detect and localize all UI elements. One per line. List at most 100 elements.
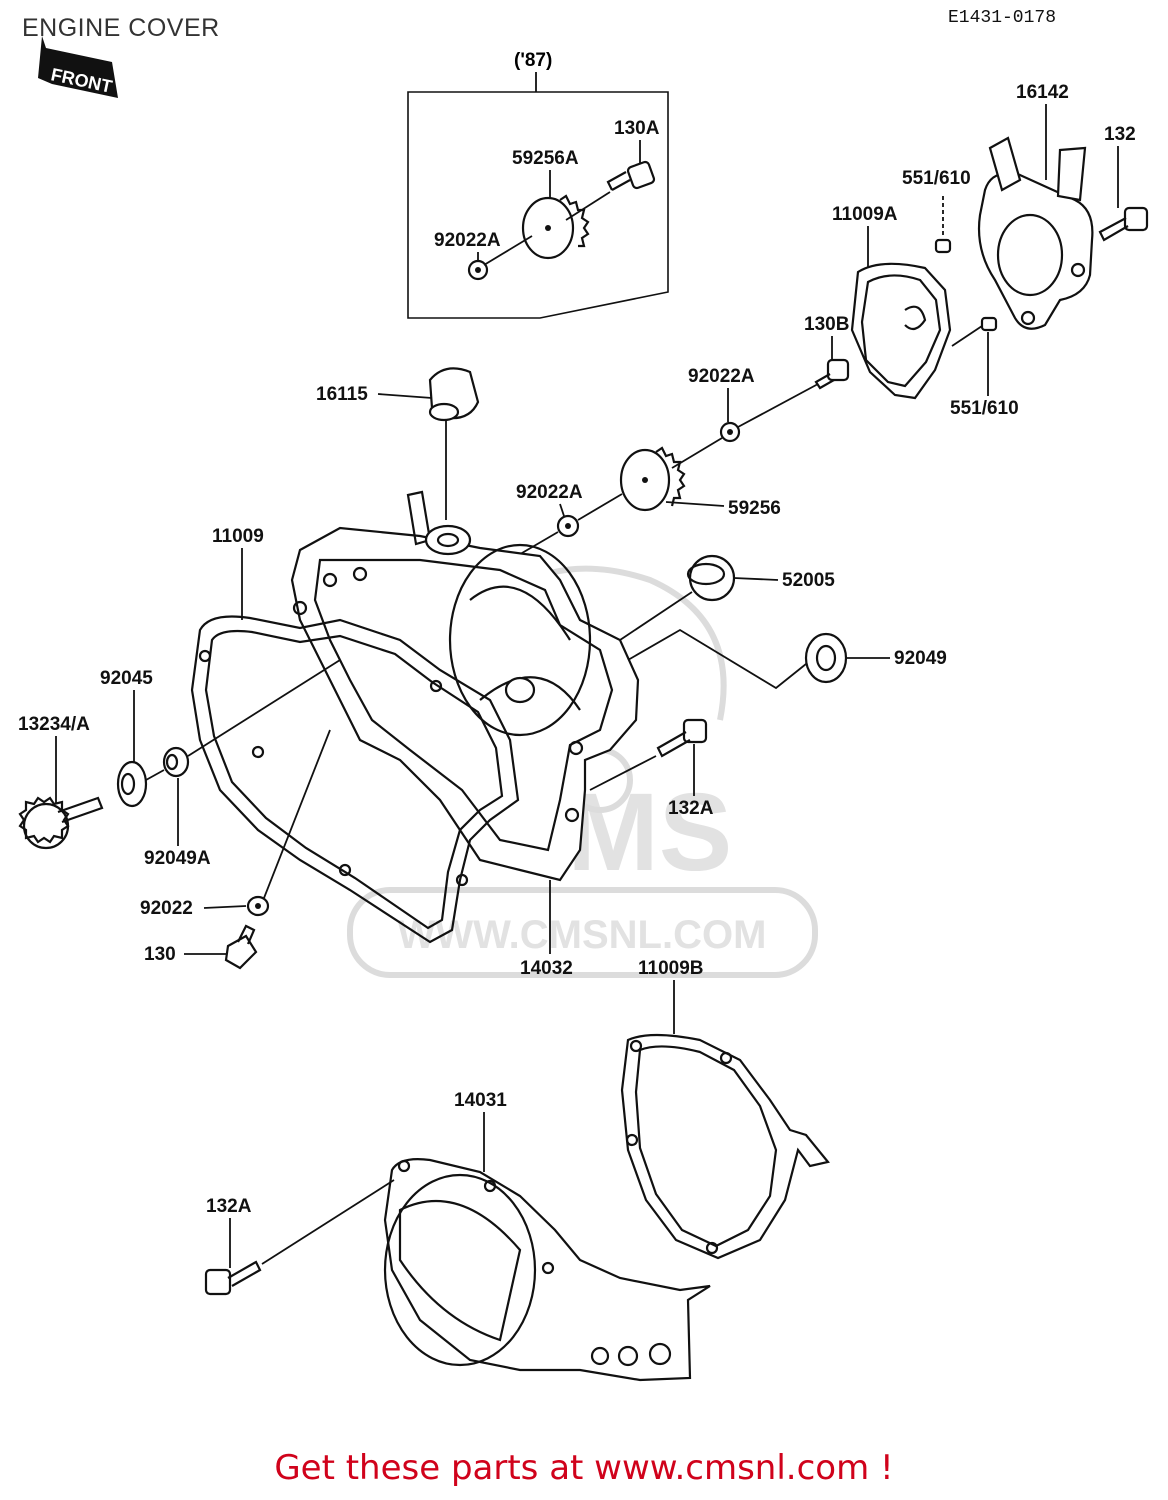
watermark-url-frame <box>347 887 818 978</box>
front-arrow-icon <box>38 36 118 98</box>
gasket-11009-outer <box>190 615 520 944</box>
washer-92022a-top-hole <box>475 267 481 273</box>
bolt-132a-low-head <box>204 1268 232 1296</box>
pump-axis-mid <box>671 437 723 469</box>
washer-92022 <box>246 729 331 917</box>
washer-92022-hole <box>255 903 261 909</box>
callout-132: 132 <box>1104 124 1136 145</box>
callout-16142: 16142 <box>1016 82 1069 103</box>
bolt-132a-mid <box>589 718 708 791</box>
callout-14031: 14031 <box>454 1090 507 1111</box>
bearing-92045-bore <box>120 772 136 796</box>
bolt-132a-low-axis <box>261 1179 395 1265</box>
bolt-130b <box>814 358 850 390</box>
callout-13234a: 13234/A <box>18 714 90 735</box>
seal-52005-axis <box>619 591 693 641</box>
callout-92049a: 92049A <box>144 848 211 869</box>
leader-16115 <box>377 393 433 399</box>
gasket-11009a-inner <box>860 274 942 388</box>
callout-52005: 52005 <box>782 570 835 591</box>
clutch-cover-ribs <box>469 585 581 711</box>
gasket-11009 <box>190 615 520 944</box>
impeller-59256a-hub <box>545 225 551 231</box>
dowel-551-610-top <box>934 196 952 254</box>
impeller-59256a-teeth <box>559 194 590 248</box>
magneto-cover-hole-5 <box>483 1179 497 1193</box>
bolt-130-head <box>224 934 258 970</box>
washer-mid-hole <box>727 429 733 435</box>
callout-92022a-top: 92022A <box>434 230 501 251</box>
pump-bolt-hole-b <box>1070 262 1086 278</box>
callout-14032: 14032 <box>520 958 573 979</box>
pump-cover-bore <box>996 213 1064 297</box>
sprocket-teeth <box>18 796 70 844</box>
washer-92022a-low <box>556 514 580 538</box>
clutch-cover-dome <box>448 543 592 737</box>
cover-hole-4 <box>568 740 584 756</box>
callout-92022: 92022 <box>140 898 193 919</box>
callout-130b: 130B <box>804 314 849 335</box>
bolt-132a-low <box>204 1179 395 1296</box>
cover-hole-2 <box>322 572 338 588</box>
callout-92049: 92049 <box>894 648 947 669</box>
gasket-11009b <box>620 1033 830 1260</box>
gasket-11009-inner <box>204 629 504 930</box>
dowel-551-610-bottom <box>951 316 998 347</box>
dowel-top-shape <box>934 238 952 254</box>
filler-hole-boss <box>424 524 472 556</box>
magneto-cover-hole-6 <box>541 1261 555 1275</box>
callout-132a-low: 132A <box>206 1196 252 1217</box>
gasket-11009b-inner <box>634 1045 778 1248</box>
oil-seal-92049 <box>627 628 848 690</box>
dowel-bottom-shape <box>980 316 998 332</box>
bolt-130a-head <box>626 160 656 190</box>
water-pump-cover-16142 <box>977 136 1094 330</box>
magneto-cover-body <box>383 1158 711 1382</box>
axis-line-variant <box>483 235 533 266</box>
bolt-130a-shank <box>606 171 631 191</box>
magneto-cover-face <box>398 1199 522 1342</box>
kick-shaft-spindle <box>57 796 104 824</box>
pump-outlet-right <box>1056 146 1087 202</box>
pump-axis-low <box>577 493 623 521</box>
callout-132a-mid: 132A <box>668 798 714 819</box>
seal-52005-lip <box>686 562 726 586</box>
callout-11009b: 11009B <box>638 958 704 979</box>
variant-box <box>407 91 669 319</box>
watermark-url: WWW.CMSNL.COM <box>398 913 767 957</box>
bolt-132 <box>1098 206 1149 242</box>
impeller-59256 <box>619 446 686 512</box>
kick-shaft-13234a <box>18 796 104 850</box>
pump-outlet-left <box>988 136 1022 192</box>
gasket-11009a-outer <box>850 262 952 400</box>
magneto-cover-hole-1 <box>590 1346 610 1366</box>
washer-low-hole <box>565 523 571 529</box>
front-direction-mark: FRONT <box>38 36 118 98</box>
gasket-11009-hole-3 <box>338 863 352 877</box>
drain-axis <box>263 729 331 899</box>
gasket-11009b-hole-4 <box>705 1241 719 1255</box>
bolt-130 <box>224 924 258 970</box>
pump-axis-upper <box>737 383 819 428</box>
callout-551-610-top: 551/610 <box>902 168 971 189</box>
leader-52005 <box>733 577 779 581</box>
impeller-59256-hub <box>642 477 648 483</box>
gasket-11009b-hole-1 <box>629 1039 643 1053</box>
axis-line-variant-b <box>565 191 611 221</box>
get-parts-link[interactable]: Get these parts at www.cmsnl.com ! <box>274 1448 894 1488</box>
seal-92049a <box>145 659 341 781</box>
filler-hole <box>436 532 460 548</box>
gasket-11009-hole-1 <box>198 649 212 663</box>
drawing-code: E1431-0178 <box>948 8 1057 28</box>
bolt-132a-low-shank <box>227 1260 262 1287</box>
callouts: 130A 59256A 92022A 16142 132 551/610 110… <box>18 82 1136 1268</box>
cover-hole-5 <box>564 807 580 823</box>
callout-11009a: 11009A <box>832 204 898 225</box>
gasket-11009-hole-2 <box>251 745 265 759</box>
pump-bolt-hole-a <box>1020 310 1036 326</box>
kick-axis-b <box>145 769 165 781</box>
bolt-130-shank <box>237 924 256 945</box>
seal-92049-axis <box>627 628 807 690</box>
leader-92022a-low <box>559 503 565 517</box>
variant-label: ('87) <box>514 50 552 71</box>
